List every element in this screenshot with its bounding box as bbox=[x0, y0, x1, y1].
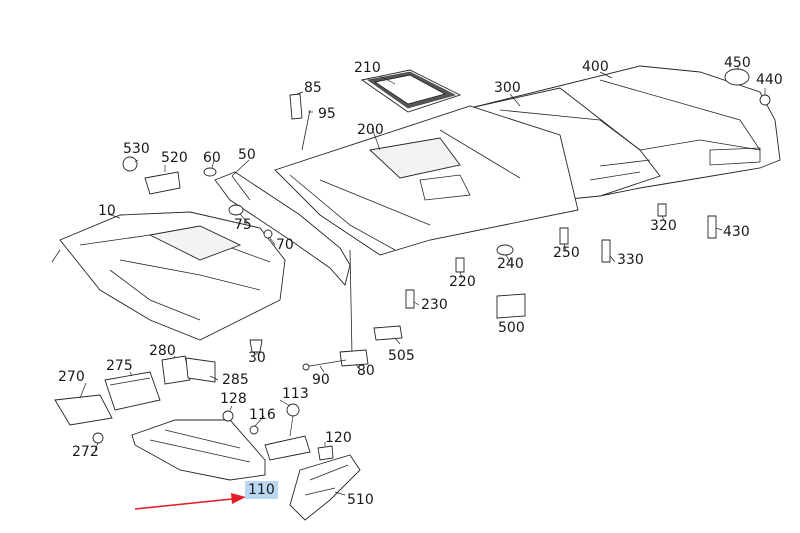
callout-75[interactable]: 75 bbox=[234, 217, 252, 233]
callout-85[interactable]: 85 bbox=[304, 80, 322, 96]
callout-220[interactable]: 220 bbox=[449, 274, 476, 290]
callout-510[interactable]: 510 bbox=[347, 492, 374, 508]
leader-lines bbox=[79, 67, 766, 496]
part-330-bolt[interactable] bbox=[601, 239, 611, 263]
part-320-bolt[interactable] bbox=[657, 203, 667, 217]
part-430-bolt[interactable] bbox=[707, 215, 717, 239]
part-110-overhead-console[interactable] bbox=[131, 419, 266, 481]
callout-450[interactable]: 450 bbox=[724, 55, 751, 71]
part-210-sunroof-frame[interactable] bbox=[360, 69, 462, 113]
part-50-pillar-trim[interactable] bbox=[214, 171, 351, 286]
part-275-control-unit[interactable] bbox=[104, 371, 161, 411]
part-128-screw[interactable] bbox=[222, 410, 234, 422]
part-240-nut[interactable] bbox=[496, 244, 514, 256]
callout-520[interactable]: 520 bbox=[161, 150, 188, 166]
callout-270[interactable]: 270 bbox=[58, 369, 85, 385]
part-530-knob[interactable] bbox=[122, 156, 138, 172]
callout-30[interactable]: 30 bbox=[248, 350, 266, 366]
part-113-screw[interactable] bbox=[286, 403, 300, 417]
part-90-pin[interactable] bbox=[302, 359, 347, 371]
part-270-bracket[interactable] bbox=[54, 394, 113, 426]
callout-430[interactable]: 430 bbox=[723, 224, 750, 240]
callout-300[interactable]: 300 bbox=[494, 80, 521, 96]
part-85-clip[interactable] bbox=[289, 93, 303, 120]
part-250-bolt[interactable] bbox=[559, 227, 569, 245]
part-285-frame[interactable] bbox=[185, 357, 216, 383]
part-75-clip[interactable] bbox=[228, 204, 244, 216]
callout-272[interactable]: 272 bbox=[72, 444, 99, 460]
callout-50[interactable]: 50 bbox=[238, 147, 256, 163]
callout-116[interactable]: 116 bbox=[249, 407, 276, 423]
callout-400[interactable]: 400 bbox=[582, 59, 609, 75]
callout-285[interactable]: 285 bbox=[222, 372, 249, 388]
part-280-housing[interactable] bbox=[161, 355, 191, 385]
part-95-spring[interactable] bbox=[301, 109, 311, 151]
callout-530[interactable]: 530 bbox=[123, 141, 150, 157]
callout-60[interactable]: 60 bbox=[203, 150, 221, 166]
part-510-console-trim[interactable] bbox=[289, 454, 361, 521]
part-30-clip[interactable] bbox=[249, 339, 263, 353]
callout-330[interactable]: 330 bbox=[617, 252, 644, 268]
callout-240[interactable]: 240 bbox=[497, 256, 524, 272]
part-120-clip[interactable] bbox=[317, 445, 334, 461]
callout-275[interactable]: 275 bbox=[106, 358, 133, 374]
callout-70[interactable]: 70 bbox=[276, 237, 294, 253]
part-70-screw[interactable] bbox=[263, 229, 273, 239]
callout-500[interactable]: 500 bbox=[498, 320, 525, 336]
part-272-screw[interactable] bbox=[92, 432, 104, 444]
callout-120[interactable]: 120 bbox=[325, 430, 352, 446]
callout-200[interactable]: 200 bbox=[357, 122, 384, 138]
callout-280[interactable]: 280 bbox=[149, 343, 176, 359]
highlight-arrow bbox=[134, 493, 246, 510]
part-60-grommet[interactable] bbox=[203, 167, 217, 177]
part-200-front-roof-panel[interactable] bbox=[274, 105, 579, 256]
part-300-middle-roof-panel[interactable] bbox=[469, 87, 661, 201]
callout-505[interactable]: 505 bbox=[388, 348, 415, 364]
callout-110-highlighted[interactable]: 110 bbox=[245, 481, 278, 499]
callout-440[interactable]: 440 bbox=[756, 72, 783, 88]
callout-95[interactable]: 95 bbox=[318, 106, 336, 122]
callout-210[interactable]: 210 bbox=[354, 60, 381, 76]
callout-320[interactable]: 320 bbox=[650, 218, 677, 234]
part-520-hook[interactable] bbox=[144, 171, 181, 195]
callout-230[interactable]: 230 bbox=[421, 297, 448, 313]
part-440-screw[interactable] bbox=[759, 94, 771, 106]
part-230-bolt[interactable] bbox=[405, 289, 415, 309]
console-mount-bracket bbox=[264, 435, 311, 461]
callout-80[interactable]: 80 bbox=[357, 363, 375, 379]
callout-90[interactable]: 90 bbox=[312, 372, 330, 388]
part-116-washer[interactable] bbox=[249, 425, 259, 435]
callout-128[interactable]: 128 bbox=[220, 391, 247, 407]
part-505-pad[interactable] bbox=[373, 325, 403, 341]
part-10-headliner[interactable] bbox=[51, 211, 286, 341]
callout-250[interactable]: 250 bbox=[553, 245, 580, 261]
callout-113[interactable]: 113 bbox=[282, 386, 309, 402]
part-500-pad[interactable] bbox=[496, 293, 526, 319]
part-80-bracket[interactable] bbox=[339, 249, 369, 367]
callout-10[interactable]: 10 bbox=[98, 203, 116, 219]
part-450-plug[interactable] bbox=[724, 68, 750, 86]
part-220-bolt[interactable] bbox=[455, 257, 465, 273]
